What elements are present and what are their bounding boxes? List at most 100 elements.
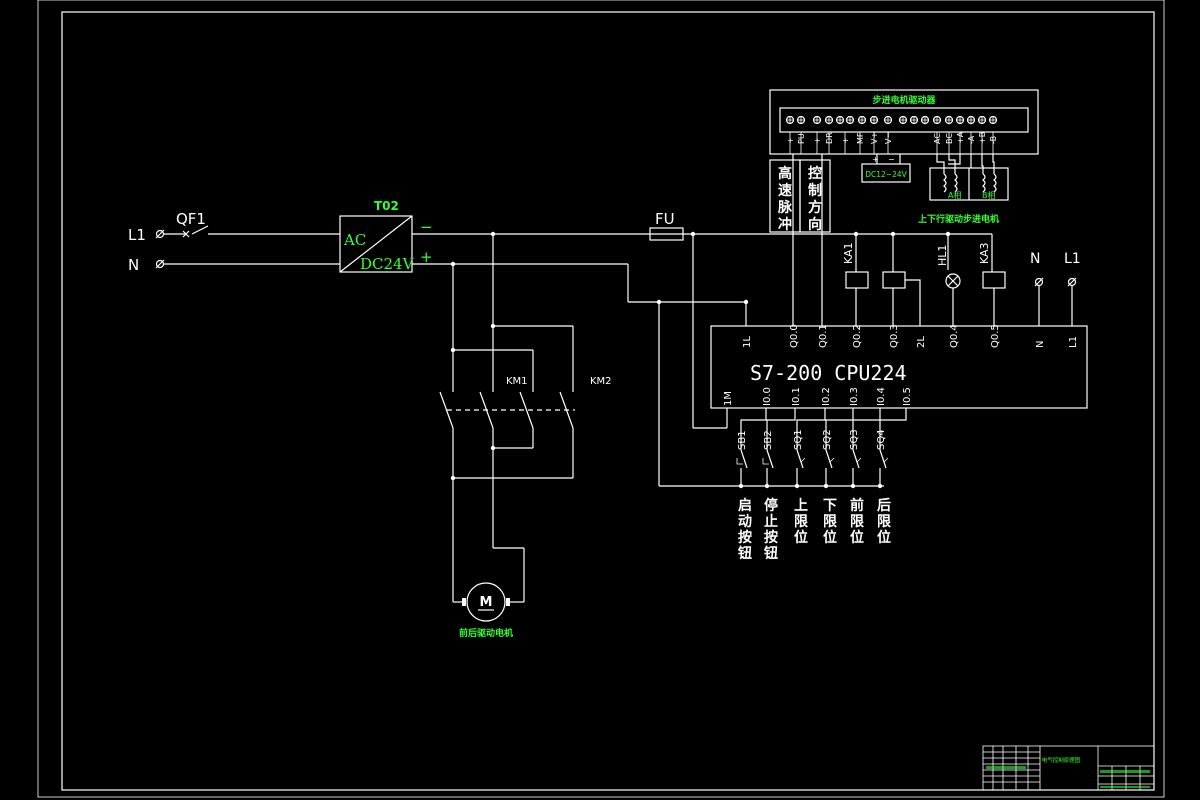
switch-label: SB1 — [737, 430, 748, 450]
plc-top-terminal-label: L1 — [1068, 336, 1079, 348]
dc-plus: + — [872, 155, 879, 164]
ac-label: AC — [343, 231, 366, 249]
switch-label: SQ1 — [793, 429, 804, 450]
driver-terminal-label: -A — [967, 135, 976, 144]
switch-label: SQ3 — [849, 429, 860, 450]
switch-function-char: 动 — [738, 513, 752, 530]
driver-title: 步进电机驱动器 — [872, 94, 936, 106]
qf1-breaker — [191, 225, 209, 235]
relay-ka1: KA1 — [842, 234, 869, 326]
dc24v-label: DC24V — [360, 255, 415, 273]
contactor-circuit: KM1 KM2 — [439, 234, 612, 603]
dir-char-2: 制 — [808, 182, 822, 199]
plc-top-terminal-label: Q0.5 — [990, 324, 1001, 348]
mains-input: L1 N QF1 — [128, 210, 340, 274]
n-label: N — [128, 256, 139, 274]
switch-function-char: 限 — [850, 514, 864, 530]
plc-bottom-terminal-label: I0.1 — [791, 387, 802, 406]
n-terminal — [155, 259, 165, 269]
switch-function-char: 钮 — [763, 545, 778, 562]
hl1-label: HL1 — [936, 245, 949, 266]
switch-function-char: 前 — [850, 497, 864, 514]
driver-terminal-label: + — [786, 137, 795, 144]
lamp-hl1: HL1 — [936, 234, 961, 326]
driver-terminal-label: -B — [989, 136, 998, 144]
plc-bottom-terminal-label: I0.5 — [902, 387, 913, 406]
switch-function-char: 后 — [877, 497, 891, 514]
plc-bottom-terminal-label: 1M — [723, 391, 734, 406]
plus-label: + — [420, 248, 433, 266]
switch-label: SQ2 — [822, 429, 833, 450]
plc-bottom-terminal-label: I0.4 — [876, 387, 887, 406]
plc-bottom-terminal-label: I0.0 — [762, 387, 773, 406]
switch-function-char: 位 — [850, 529, 864, 546]
plc-top-terminal-label: Q0.1 — [818, 324, 829, 348]
switch-function-char: 位 — [794, 529, 808, 546]
pulse-char-4: 冲 — [778, 216, 792, 233]
t02-label: T02 — [374, 199, 399, 213]
title-block: 电气控制原理图 — [982, 745, 1155, 791]
relay-q03 — [882, 234, 906, 326]
minus-label: − — [420, 218, 433, 236]
driver-terminal-label: DR — [825, 132, 834, 144]
switch-contact — [852, 449, 860, 469]
switch-function-char: 下 — [823, 498, 837, 514]
switch-function-char: 位 — [823, 529, 837, 546]
switch-function-char: 位 — [877, 529, 891, 546]
stepper-motor-label: 上下行驱动步进电机 — [918, 213, 999, 225]
relay-ka3: KA3 — [978, 234, 1006, 326]
plc-bottom-terminal-label: I0.2 — [821, 387, 832, 406]
plc-top-terminal-label: Q0.2 — [852, 324, 863, 348]
dc-supply-label: DC12~24V — [865, 170, 907, 179]
km2-label: KM2 — [590, 376, 612, 387]
switch-function-char: 限 — [794, 514, 808, 530]
stepper-driver: 步进电机驱动器 — [769, 89, 1039, 155]
driver-terminal-label: + — [841, 137, 850, 144]
driver-terminal-label: V+ — [870, 132, 879, 144]
switch-function-char: 按 — [738, 529, 752, 546]
plc-top-terminal-label: 2L — [916, 336, 927, 348]
driver-terminal-label: MF — [856, 132, 865, 144]
dir-char-1: 控 — [808, 165, 822, 182]
right-l1-label: L1 — [1064, 251, 1081, 267]
plc-top-terminal-label: Q0.4 — [949, 324, 960, 348]
qf1-label: QF1 — [176, 210, 206, 228]
plc-top-terminal-label: Q0.3 — [889, 324, 900, 348]
switch-label: SB2 — [763, 430, 774, 450]
plc-top-terminal-label: Q0.0 — [789, 324, 800, 348]
l1-label: L1 — [128, 226, 146, 244]
pulse-char-2: 速 — [778, 182, 792, 199]
dir-char-4: 向 — [808, 216, 822, 233]
plc-mains: N L1 — [1030, 251, 1081, 326]
switch-contact — [825, 449, 833, 469]
switch-label: SQ4 — [876, 429, 887, 450]
dc-minus: − — [888, 155, 895, 164]
driver-terminal-label: AC — [933, 133, 942, 144]
l1-terminal — [155, 229, 165, 239]
inner-frame — [61, 11, 1155, 791]
pulse-char-1: 高 — [778, 165, 792, 182]
switch-function-char: 上 — [794, 498, 808, 514]
switch-function-char: 限 — [823, 514, 837, 530]
switch-contact — [766, 449, 774, 469]
plc-top-terminal-label: 1L — [742, 336, 753, 348]
fuse: FU — [649, 210, 684, 241]
driver-terminal-label: V− — [884, 132, 893, 144]
plc-s7-200: S7-200 CPU224 — [710, 325, 1088, 409]
motor-label: 前后驱动电机 — [459, 627, 513, 639]
switch-contact — [879, 449, 887, 469]
plc-top-terminal-label: N — [1035, 341, 1046, 348]
switch-contact — [740, 449, 748, 469]
pulse-char-3: 脉 — [777, 199, 793, 216]
switch-function-char: 限 — [877, 514, 891, 530]
driver-terminal-label: +B — [978, 132, 987, 144]
outer-frame — [37, 0, 1165, 798]
direction-annotation: 控 制 方 向 — [799, 159, 831, 233]
switch-function-char: 钮 — [737, 545, 752, 562]
switch-contact — [796, 449, 804, 469]
plc-model: S7-200 CPU224 — [750, 361, 907, 385]
